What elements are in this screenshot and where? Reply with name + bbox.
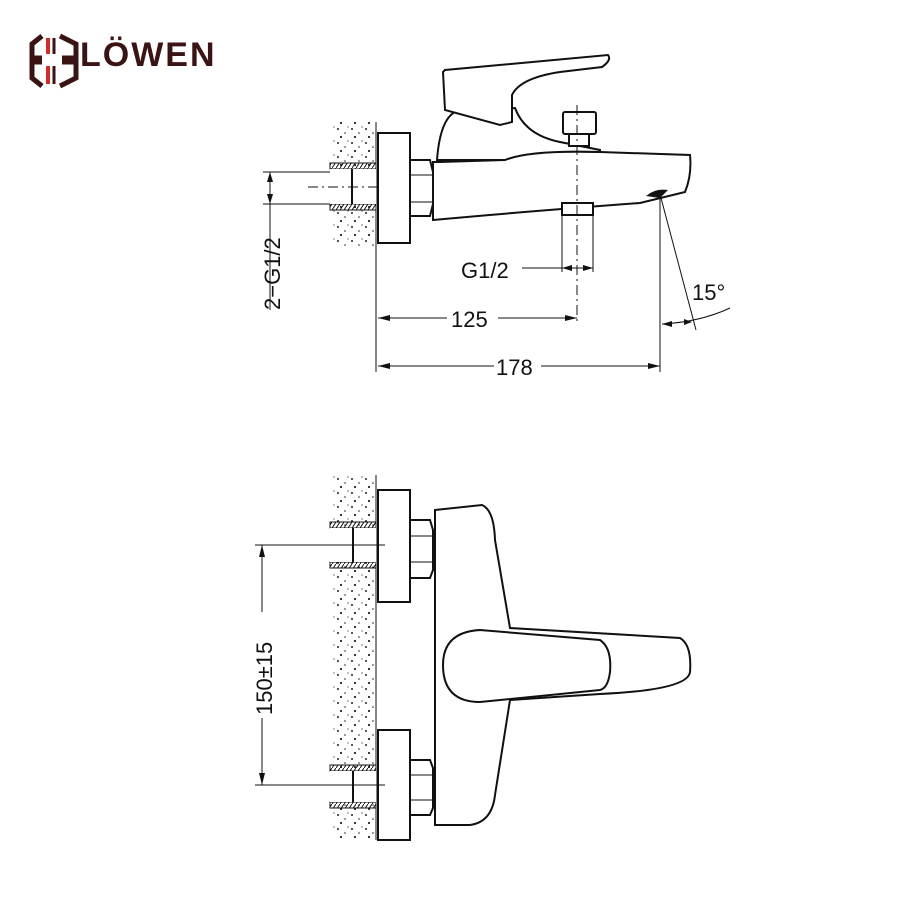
- nut-bottom: [409, 759, 434, 816]
- inlet-spacing-label: 150±15: [252, 642, 277, 715]
- dim-125-label: 125: [451, 307, 488, 332]
- flange: [377, 132, 411, 244]
- aerator: [646, 189, 668, 198]
- front-view: 150±15: [252, 475, 692, 841]
- side-view: 2−G1/2 G1/2 125 178 15°: [260, 53, 731, 380]
- nut: [409, 159, 434, 217]
- dim-178-label: 178: [496, 355, 533, 380]
- brand-name: LÖWEN: [80, 36, 217, 74]
- pipe-wall-top: [329, 162, 377, 170]
- outlet-size-label: G1/2: [461, 258, 509, 283]
- lever-handle-front: [441, 628, 612, 704]
- spout-angle-label: 15°: [692, 280, 725, 305]
- pipe-wall-bottom: [329, 203, 377, 211]
- brand-logo-mark: [29, 33, 79, 89]
- inlet-size-label: 2−G1/2: [260, 237, 285, 310]
- lever-handle: [441, 53, 611, 127]
- diverter-knob: [562, 111, 597, 135]
- flange-top: [377, 489, 411, 603]
- handle-base: [435, 106, 601, 161]
- nut-top: [409, 519, 434, 579]
